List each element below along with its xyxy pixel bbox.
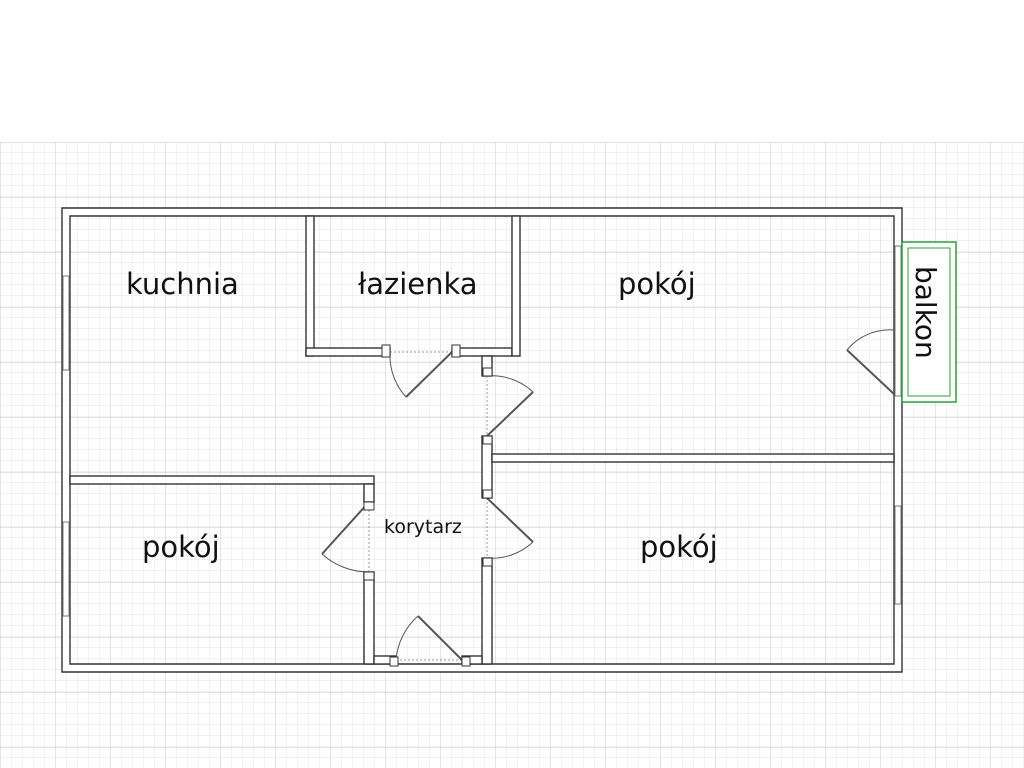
door-balcony — [846, 329, 895, 395]
room-label-corridor: korytarz — [384, 516, 462, 538]
room-label-kitchen: kuchnia — [126, 267, 239, 301]
door-frames — [363, 344, 493, 667]
door-entrance — [395, 615, 463, 661]
window-left-top — [62, 275, 70, 371]
balcony-label: balkon — [909, 266, 942, 359]
windows — [62, 245, 902, 617]
window-right-bottom — [894, 505, 902, 605]
doors — [321, 329, 895, 661]
room-label-bottom-left: pokój — [142, 530, 220, 564]
room-label-bottom-right: pokój — [640, 530, 718, 564]
window-right-top — [894, 245, 902, 397]
room-label-bathroom: łazienka — [358, 267, 478, 301]
window-left-bottom — [62, 521, 70, 617]
walls — [61, 207, 903, 673]
room-label-top-right: pokój — [618, 267, 696, 301]
balcony: balkon — [901, 241, 957, 403]
balcony-outline — [901, 241, 957, 403]
outer-wall — [61, 207, 903, 673]
